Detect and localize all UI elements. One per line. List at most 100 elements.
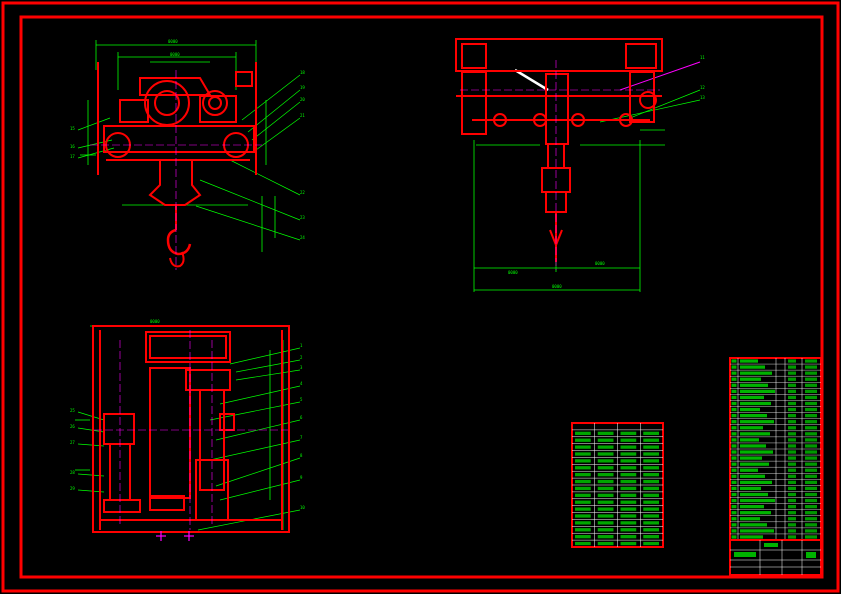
parts-list-name [740, 371, 772, 375]
parts-list-name [740, 407, 760, 412]
parts-list-qty [788, 395, 796, 400]
parts-list-material [805, 517, 817, 521]
parts-list-name [740, 535, 763, 539]
parts-list-name [740, 426, 763, 430]
svg-text:20: 20 [300, 97, 305, 102]
spec-table-cell-text [597, 431, 614, 435]
spec-table-cell-text [643, 535, 659, 539]
parts-list-material [805, 462, 817, 466]
spec-table-cell-text [643, 431, 659, 435]
parts-list-number [731, 492, 737, 497]
spec-table-cell-text [620, 528, 637, 532]
spec-table-cell-text [620, 479, 637, 484]
spec-table-cell-text [575, 438, 591, 442]
parts-list-number [731, 511, 737, 515]
parts-list-name [740, 359, 758, 363]
parts-list-number [731, 389, 737, 393]
svg-text:0000: 0000 [150, 319, 160, 324]
spec-table-cell-text [620, 514, 637, 518]
parts-list-name [740, 474, 765, 478]
parts-list-material [805, 383, 817, 387]
svg-text:1: 1 [300, 343, 303, 348]
spec-table-cell-text [597, 438, 614, 442]
spec-table-cell-text [575, 452, 591, 456]
parts-list-qty [788, 389, 796, 393]
spec-table-cell-text [597, 514, 614, 518]
svg-text:0000: 0000 [552, 284, 562, 289]
parts-list-name [740, 432, 770, 436]
spec-table-cell-text [575, 445, 591, 449]
spec-table-cell-text [597, 493, 614, 497]
parts-list-number [731, 529, 737, 533]
parts-list-number [731, 426, 737, 430]
parts-list-material [805, 468, 817, 472]
parts-list-material [805, 450, 817, 454]
parts-list-material [805, 359, 817, 363]
spec-table-cell-text [620, 500, 637, 504]
parts-list-material [805, 523, 817, 527]
spec-table-cell-text [575, 431, 591, 435]
parts-list-table [729, 357, 822, 541]
parts-list-name [740, 456, 762, 460]
parts-list-number [731, 486, 737, 491]
parts-list-material [805, 438, 817, 442]
spec-table-cell-text [597, 500, 614, 504]
svg-text:17: 17 [70, 154, 75, 159]
parts-list-number [731, 450, 737, 454]
parts-list-qty [788, 486, 796, 491]
parts-list-qty [788, 511, 796, 515]
parts-list-number [731, 456, 737, 460]
spec-table-cell-text [575, 473, 591, 477]
spec-table-cell-text [643, 528, 659, 532]
svg-text:8: 8 [300, 453, 303, 458]
parts-list-number [731, 505, 737, 509]
svg-text:4: 4 [300, 381, 303, 386]
parts-list-number [731, 535, 737, 539]
parts-list-number [731, 371, 737, 375]
parts-list-qty [788, 359, 796, 363]
parts-list-material [805, 505, 817, 509]
parts-list-material [805, 511, 817, 515]
spec-table-cell-text [575, 500, 591, 504]
svg-text:28: 28 [70, 470, 75, 475]
svg-text:0000: 0000 [508, 270, 518, 275]
spec-table-cell-text [643, 479, 659, 484]
spec-table-cell-text [575, 541, 591, 546]
parts-list-number [731, 468, 737, 472]
parts-list-qty [788, 432, 796, 436]
parts-list-qty [788, 426, 796, 430]
spec-table-cell-text [597, 486, 614, 491]
spec-table-cell-text [597, 452, 614, 456]
svg-text:9: 9 [300, 475, 303, 480]
parts-list-qty [788, 401, 796, 406]
parts-list-qty [788, 505, 796, 509]
spec-table-cell-text [575, 459, 591, 463]
parts-list-material [805, 498, 817, 503]
svg-text:13: 13 [700, 95, 705, 100]
parts-list-name [740, 523, 767, 527]
parts-list-qty [788, 371, 796, 375]
parts-list-name [740, 365, 765, 369]
svg-text:0000: 0000 [170, 52, 180, 57]
spec-table-cell-text [575, 535, 591, 539]
parts-list-material [805, 535, 817, 539]
parts-list-name [740, 438, 759, 442]
parts-list-material [805, 426, 817, 430]
parts-list-material [805, 529, 817, 533]
svg-text:21: 21 [300, 113, 305, 118]
parts-list-name [740, 450, 773, 454]
parts-list-name [740, 444, 766, 448]
svg-text:0000: 0000 [595, 261, 605, 266]
svg-text:27: 27 [70, 440, 75, 445]
parts-list-number [731, 377, 737, 381]
spec-table-cell-text [643, 466, 659, 470]
spec-table-cell-text [597, 459, 614, 463]
parts-list-qty [788, 535, 796, 539]
spec-table-cell-text [643, 514, 659, 518]
parts-list-name [740, 468, 758, 472]
parts-list-name [740, 498, 775, 503]
parts-list-number [731, 462, 737, 466]
